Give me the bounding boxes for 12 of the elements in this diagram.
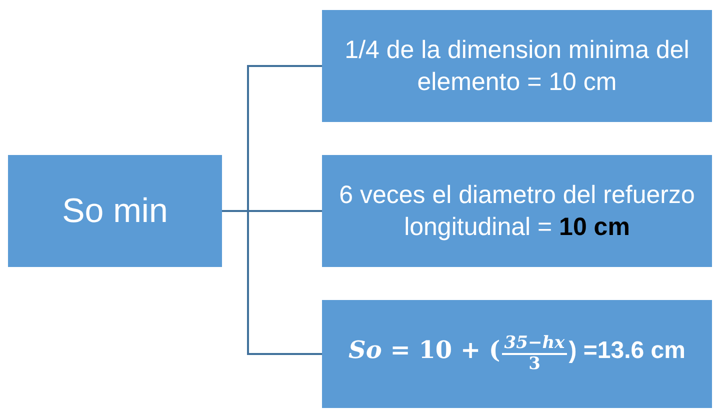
- formula-result: ) =13.6 cm: [568, 337, 686, 364]
- process-box: [8, 155, 222, 267]
- formula-text: So = 10 + (: [348, 335, 500, 364]
- fraction-numerator: 35−hx: [502, 334, 567, 355]
- node-text: 1/4 de la dimension minima del elemento = 10 cm: [344, 34, 690, 98]
- fraction-denominator: 3: [528, 355, 540, 374]
- connector-line: [222, 210, 322, 355]
- node-text: 6 veces el diametro del refuerzo longitudinal = 10 cm: [338, 180, 696, 243]
- process-box: [322, 155, 712, 267]
- node-title: So min: [62, 190, 168, 232]
- process-box: [322, 10, 712, 122]
- process-box: [322, 300, 712, 408]
